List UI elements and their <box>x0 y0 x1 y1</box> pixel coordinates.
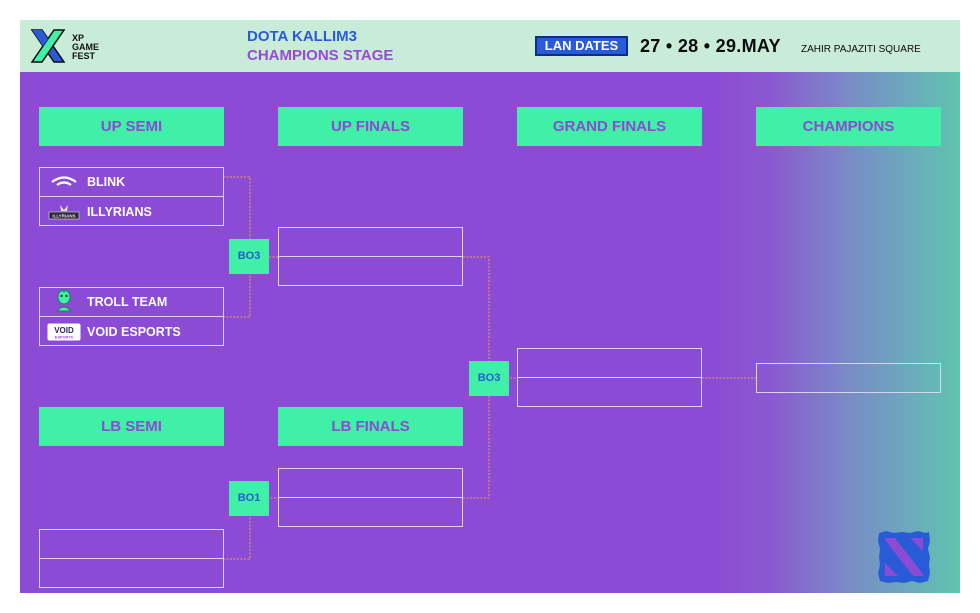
logo-line-fest: FEST <box>72 51 96 61</box>
void-logo-subtext: ESPORTS <box>55 335 74 339</box>
bracket-board: UP SEMI UP FINALS GRAND FINALS CHAMPIONS… <box>20 72 960 593</box>
event-title: DOTA KALLIM3 <box>247 28 357 45</box>
team-slot-empty <box>279 469 462 498</box>
event-venue: ZAHIR PAJAZITI SQUARE <box>801 44 921 55</box>
bo3-badge-upper: BO3 <box>229 239 269 274</box>
column-grand-finals: GRAND FINALS <box>517 107 702 146</box>
event-stage: CHAMPIONS STAGE <box>247 47 394 64</box>
xp-game-fest-logo-icon <box>30 29 66 63</box>
team-slot: VOID ESPORTS VOID ESPORTS <box>40 317 223 346</box>
logo-line-xp: XP <box>72 33 85 43</box>
team-name: BLINK <box>87 175 126 189</box>
dota-logo-icon <box>878 531 930 583</box>
column-up-finals: UP FINALS <box>278 107 463 146</box>
team-name: VOID ESPORTS <box>87 324 181 339</box>
connector-up-semi-bottom <box>223 257 251 318</box>
column-lb-finals: LB FINALS <box>278 407 463 446</box>
event-dates: 27 • 28 • 29.MAY <box>640 36 781 56</box>
illyrians-logo-icon: ILLYRIANS <box>47 202 81 222</box>
blink-logo-icon <box>47 172 81 192</box>
match-up-finals <box>278 227 463 286</box>
bo1-badge-lower: BO1 <box>229 481 269 516</box>
troll-team-logo-icon <box>47 288 81 312</box>
bracket-poster: XP GAME FEST DOTA KALLIM3 CHAMPIONS STAG… <box>20 20 960 593</box>
void-logo-text: VOID <box>54 326 74 335</box>
match-lb-finals <box>278 468 463 527</box>
header-bar: XP GAME FEST DOTA KALLIM3 CHAMPIONS STAG… <box>20 20 960 72</box>
team-slot-empty <box>518 349 701 378</box>
match-up-semi-1: BLINK ILLYRIANS ILLYRIANS <box>39 167 224 226</box>
column-champions: CHAMPIONS <box>756 107 941 146</box>
void-esports-logo-icon: VOID ESPORTS <box>47 322 81 342</box>
team-name: TROLL TEAM <box>87 295 168 309</box>
team-slot: ILLYRIANS ILLYRIANS <box>40 197 223 226</box>
team-name: ILLYRIANS <box>87 204 152 219</box>
match-up-semi-2: TROLL TEAM VOID ESPORTS VOID ESPORTS <box>39 287 224 346</box>
connector-up-finals <box>463 256 517 379</box>
bo3-badge-grand-finals: BO3 <box>469 361 509 396</box>
logo-text: XP GAME FEST <box>72 34 99 61</box>
champion-slot <box>756 363 941 393</box>
logo-line-game: GAME <box>72 42 99 52</box>
lan-dates-badge: LAN DATES <box>535 36 628 56</box>
connector-lb-finals <box>463 378 490 499</box>
team-slot-empty <box>279 498 462 527</box>
match-grand-finals <box>517 348 702 407</box>
team-slot-empty <box>279 228 462 257</box>
team-slot-empty <box>518 378 701 407</box>
team-slot-empty <box>40 559 223 588</box>
illyrians-logo-text: ILLYRIANS <box>52 213 75 218</box>
team-slot-empty <box>40 530 223 559</box>
team-slot-empty <box>279 257 462 286</box>
column-lb-semi: LB SEMI <box>39 407 224 446</box>
team-slot: BLINK <box>40 168 223 197</box>
column-up-semi: UP SEMI <box>39 107 224 146</box>
team-slot: TROLL TEAM <box>40 288 223 317</box>
match-lb-semi <box>39 529 224 588</box>
